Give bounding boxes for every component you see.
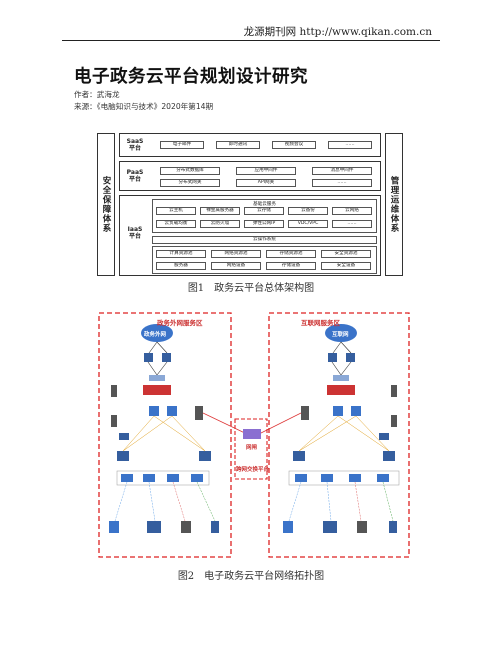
journal-site-header: 龙源期刊网 http://www.qikan.com.cn (243, 26, 432, 38)
resource-pool: 计算资源池 (156, 250, 206, 258)
iaas-service: 裸金属服务器 (200, 207, 240, 215)
center-zone-border (234, 418, 268, 480)
iaas-service: 云负载均衡 (156, 220, 196, 228)
topology-graphic (98, 312, 410, 558)
storage-icon (357, 521, 367, 533)
architecture-diagram: 安全保障体系 管理运维体系 SaaS 平台 电子邮件 即时通讯 视频会议 …… … (97, 133, 403, 276)
server-icon (323, 521, 337, 533)
saas-layer-name: SaaS 平台 (126, 138, 144, 152)
firewall-icon (143, 385, 171, 395)
hardware-item: 安全设备 (321, 262, 371, 270)
core-switch-icon (333, 406, 343, 416)
paas-item: …… (312, 179, 372, 187)
aggregation-switch-icon (117, 451, 129, 461)
left-zone-topology (109, 324, 219, 533)
right-zone-label: 互联网服务区 (301, 319, 340, 327)
saas-item: 电子邮件 (160, 141, 204, 149)
server-icon (301, 406, 309, 420)
cloud-icon (325, 324, 357, 342)
iaas-layer-name: IaaS 平台 (127, 226, 143, 240)
switch-icon (333, 375, 349, 381)
cloud-icon (141, 324, 173, 342)
paas-item: 分布式网关 (160, 179, 220, 187)
aggregation-switch-icon (199, 451, 211, 461)
paas-item: 消息中间件 (312, 167, 372, 175)
hardware-item: 服务器 (156, 262, 206, 270)
core-switch-icon (149, 406, 159, 416)
article-source: 来源：《电脑知识与技术》2020年第14期 (74, 102, 214, 111)
saas-layer: SaaS 平台 电子邮件 即时通讯 视频会议 …… (119, 133, 381, 157)
iaas-service: VDC/VPC (288, 220, 328, 228)
article-title: 电子政务云平台规划设计研究 (74, 67, 308, 87)
paas-item: 分布式数据库 (160, 167, 220, 175)
iaas-service: 弹性公网IP (244, 220, 284, 228)
storage-icon (389, 521, 397, 533)
storage-icon (181, 521, 191, 533)
gateway-icon (243, 429, 261, 439)
core-switch-icon (167, 406, 177, 416)
server-icon (147, 521, 161, 533)
cross-network-platform-label: 跨网交换平台 (236, 467, 270, 473)
server-icon (111, 385, 117, 397)
server-icon (283, 521, 293, 533)
switch-icon (149, 375, 165, 381)
cloud-os-bar: 云操作系统 (152, 236, 377, 244)
left-cloud-label: 政务外网 (144, 332, 167, 338)
switch-icon (379, 433, 389, 440)
paas-item: 应用中间件 (236, 167, 296, 175)
hardware-item: 网络设备 (211, 262, 261, 270)
right-zone-topology (283, 324, 400, 533)
resource-pool: 存储资源池 (266, 250, 316, 258)
router-icon (144, 353, 153, 362)
operations-system-bar: 管理运维体系 (385, 133, 403, 276)
core-switch-icon (351, 406, 361, 416)
saas-item: …… (328, 141, 372, 149)
iaas-service: 云存储 (244, 207, 284, 215)
aggregation-switch-icon (383, 451, 395, 461)
saas-item: 视频会议 (272, 141, 316, 149)
figure2-caption: 图2 电子政务云平台网络拓扑图 (177, 571, 325, 582)
server-icon (195, 406, 203, 420)
left-zone-border (98, 312, 232, 558)
paas-layer-name: PaaS 平台 (126, 169, 144, 183)
resource-pool: 安全资源池 (321, 250, 371, 258)
resource-pool-group (152, 246, 377, 274)
paas-item: API网关 (236, 179, 296, 187)
server-icon (391, 415, 397, 427)
router-icon (328, 353, 337, 362)
network-topology-diagram: 政务外网服务区 互联网服务区 政务外网 互联网 网闸 跨网交换平台 (97, 311, 413, 561)
router-icon (162, 353, 171, 362)
article-author: 作者：武海龙 (74, 90, 120, 99)
iaas-service: 云网络 (332, 207, 372, 215)
server-icon (111, 415, 117, 427)
aggregation-switch-icon (293, 451, 305, 461)
iaas-service: …… (332, 220, 372, 228)
iaas-layer: IaaS 平台 基础云服务 云主机 裸金属服务器 云存储 云备份 云网络 云负载… (119, 195, 381, 276)
iaas-service: 云主机 (156, 207, 196, 215)
switch-icon (119, 433, 129, 440)
gateway-label: 网闸 (246, 445, 258, 451)
iaas-service: 云防火墙 (200, 220, 240, 228)
security-system-label: 安全保障体系 (101, 176, 111, 233)
paas-layer: PaaS 平台 分布式数据库 应用中间件 消息中间件 分布式网关 API网关 …… (119, 161, 381, 191)
saas-item: 即时通讯 (216, 141, 260, 149)
basic-cloud-services-group: 基础云服务 (152, 199, 377, 233)
figure1-caption: 图1 政务云平台总体架构图 (187, 283, 315, 294)
server-icon (391, 385, 397, 397)
security-system-bar: 安全保障体系 (97, 133, 115, 276)
firewall-icon (327, 385, 355, 395)
header-rule (62, 40, 440, 41)
basic-cloud-services-title: 基础云服务 (253, 202, 276, 207)
server-icon (109, 521, 119, 533)
iaas-service: 云备份 (288, 207, 328, 215)
left-zone-label: 政务外网服务区 (157, 319, 203, 327)
storage-icon (211, 521, 219, 533)
hardware-item: 存储设备 (266, 262, 316, 270)
operations-system-label: 管理运维体系 (389, 176, 399, 233)
router-icon (346, 353, 355, 362)
resource-pool: 网络资源池 (211, 250, 261, 258)
right-cloud-label: 互联网 (332, 332, 349, 338)
